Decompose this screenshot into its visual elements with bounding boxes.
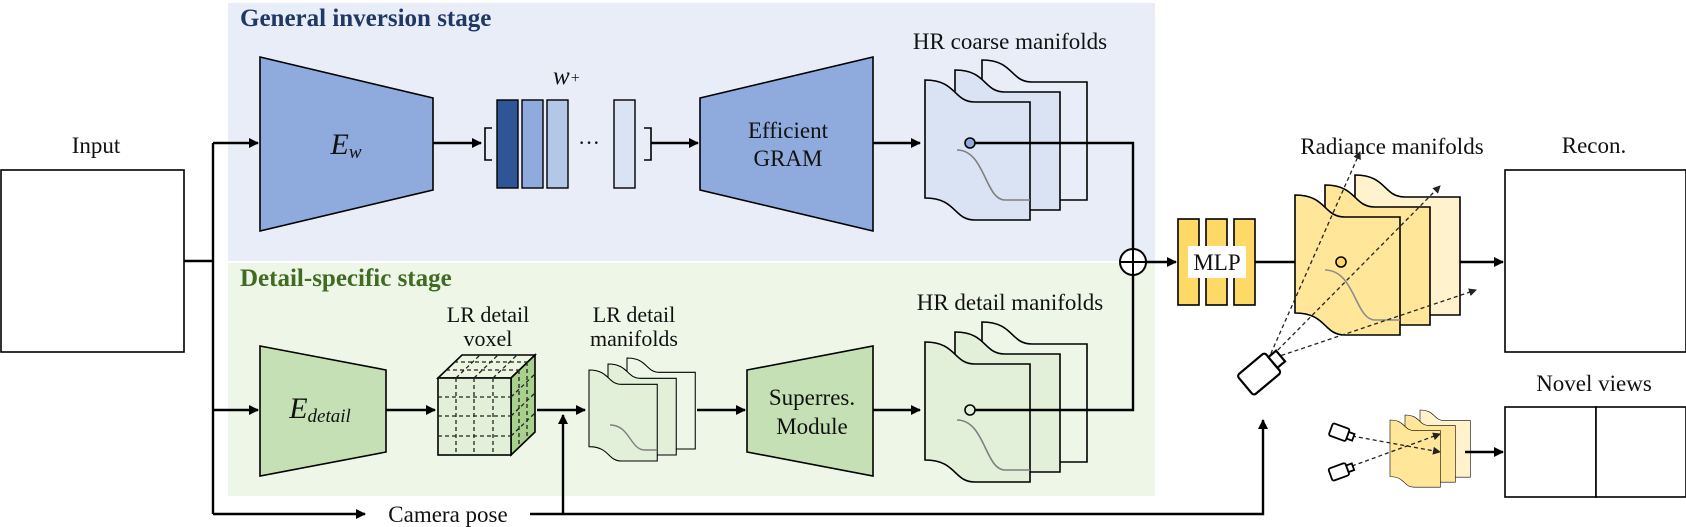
lr-detail-voxel (436, 353, 537, 457)
hr-detail-label: HR detail manifolds (917, 290, 1104, 315)
latent-code-1 (496, 99, 519, 189)
radiance-manifolds (1294, 174, 1461, 336)
detail-stage-title: Detail-specific stage (240, 265, 452, 292)
efficient-gram-line1: Efficient (748, 118, 829, 143)
efficient-gram-line2: GRAM (753, 146, 822, 171)
superres-module (746, 345, 874, 477)
small-camera-icon-2 (1327, 462, 1356, 482)
lr-manifolds-label-line1: LR detail (593, 302, 675, 327)
latent-ellipsis: ··· (578, 130, 600, 155)
recon-image-box (1504, 169, 1686, 353)
encoder-detail-label: Edetail (288, 392, 351, 427)
encoder-w (259, 55, 434, 233)
radiance-sample-point (1335, 256, 1347, 268)
encoder-detail (259, 345, 387, 477)
mlp-label: MLP (1193, 250, 1240, 275)
input-label: Input (72, 133, 121, 158)
mlp-block (1177, 218, 1256, 306)
lr-voxel-label-line1: LR detail (447, 302, 529, 327)
recon-label: Recon. (1562, 133, 1627, 158)
detail-sample-point (964, 404, 976, 416)
latent-w-plus-label: w+ (553, 63, 580, 90)
coarse-sample-point (964, 137, 976, 149)
novel-views-label: Novel views (1536, 371, 1652, 396)
general-stage-title: General inversion stage (240, 5, 491, 32)
superres-line2: Module (776, 414, 848, 439)
efficient-gram (699, 55, 874, 233)
superres-line1: Superres. (769, 385, 855, 410)
novel-view-box-2 (1595, 406, 1686, 498)
camera-pose-label: Camera pose (388, 502, 507, 527)
radiance-label: Radiance manifolds (1300, 134, 1483, 159)
novel-view-box-1 (1504, 406, 1597, 498)
latent-code-2 (521, 99, 544, 189)
hr-coarse-label: HR coarse manifolds (913, 29, 1107, 54)
small-radiance-manifolds (1389, 409, 1471, 488)
camera-icon (1237, 349, 1287, 396)
lr-voxel-label-line2: voxel (464, 326, 513, 351)
plus-circle-icon (1119, 248, 1147, 276)
small-camera-icon-1 (1328, 422, 1356, 442)
lr-manifolds-label-line2: manifolds (590, 326, 678, 351)
encoder-w-label: Ew (329, 128, 361, 163)
latent-code-3 (546, 99, 569, 189)
input-image-box (0, 169, 185, 353)
latent-code-n (613, 99, 636, 189)
